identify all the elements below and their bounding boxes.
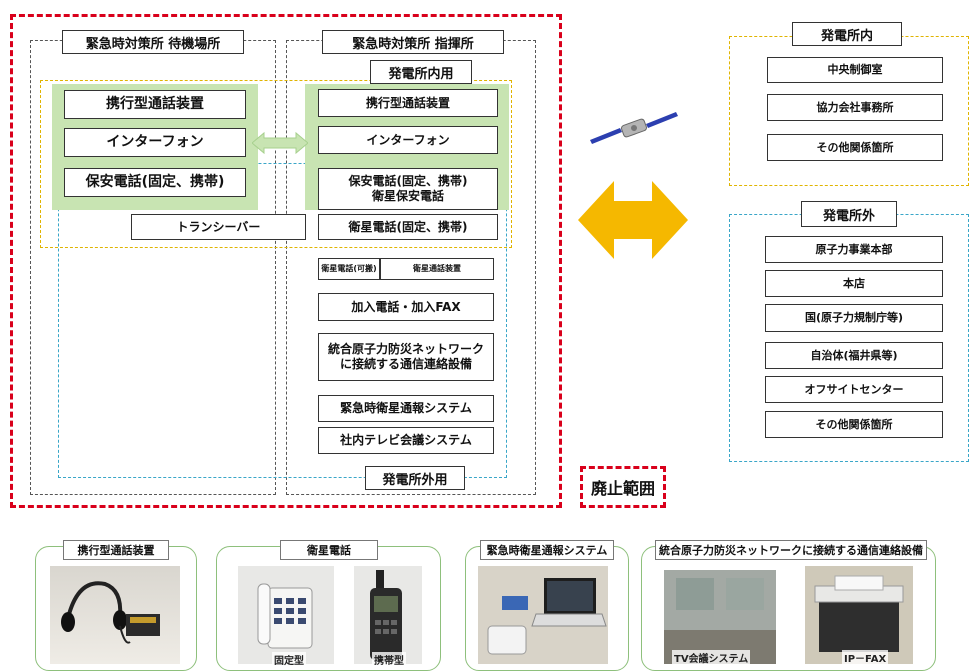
- command-external-item: 緊急時衛星通報システム: [318, 395, 494, 422]
- transceiver: トランシーバー: [131, 214, 306, 240]
- waiting-item: 携行型通話装置: [64, 90, 246, 119]
- photo-title: 携行型通話装置: [63, 540, 169, 560]
- photo-caption: TV会議システム: [672, 650, 751, 665]
- command-internal-item: インターフォン: [318, 126, 498, 154]
- headset-photo: [50, 566, 180, 664]
- fixed-satellite-phone-photo: [238, 566, 334, 664]
- notification-system-photo: [478, 566, 608, 664]
- ip-fax-photo: [805, 566, 913, 664]
- abolished-label-text: 廃止範囲: [590, 479, 655, 498]
- waiting-area-title: 緊急時対策所 待機場所: [62, 30, 244, 54]
- outside-plant-item: 本店: [765, 270, 943, 297]
- photo-title: 衛星電話: [280, 540, 378, 560]
- outside-plant-item: その他関係箇所: [765, 411, 943, 438]
- outside-plant-item: オフサイトセンター: [765, 376, 943, 403]
- inside-plant-item: その他関係箇所: [767, 134, 943, 161]
- inside-plant-item: 協力会社事務所: [767, 94, 943, 121]
- outside-plant-item: 国(原子力規制庁等): [765, 304, 943, 332]
- abolished-label: 廃止範囲: [580, 466, 666, 508]
- external-use-boundary: [58, 163, 507, 478]
- outside-plant-item: 原子力事業本部: [765, 236, 943, 263]
- photo-caption: IP－FAX: [842, 650, 889, 665]
- abolished-region: [10, 14, 562, 508]
- photo-caption: 携帯型: [372, 652, 406, 667]
- waiting-item: 保安電話(固定、携帯): [64, 168, 246, 197]
- satellite-icon: [590, 112, 678, 144]
- command-external-item: 統合原子力防災ネットワーク に接続する通信連絡設備: [318, 333, 494, 381]
- command-area-title: 緊急時対策所 指揮所: [322, 30, 504, 54]
- command-external-item: 加入電話・加入FAX: [318, 293, 494, 321]
- outside-plant-item: 自治体(福井県等): [765, 342, 943, 369]
- external-use-label: 発電所外用: [365, 466, 465, 490]
- command-external-item: 社内テレビ会議システム: [318, 427, 494, 454]
- inside-plant-title: 発電所内: [792, 22, 902, 46]
- portable-satellite-phone-photo: [354, 566, 422, 664]
- inside-plant-item: 中央制御室: [767, 57, 943, 83]
- photo-title: 緊急時衛星通報システム: [480, 540, 614, 560]
- satellite-phone-portable: 衛星電話(可搬): [318, 258, 380, 280]
- bidirectional-arrow-icon: [578, 181, 688, 259]
- photo-title: 統合原子力防災ネットワークに接続する通信連絡設備: [655, 540, 927, 560]
- double-arrow-icon: [252, 131, 308, 155]
- command-internal-item: 保安電話(固定、携帯) 衛星保安電話: [318, 168, 498, 210]
- satellite-call-device: 衛星通話装置: [380, 258, 494, 280]
- photo-caption: 固定型: [272, 652, 306, 667]
- command-internal-item: 携行型通話装置: [318, 89, 498, 117]
- waiting-item: インターフォン: [64, 128, 246, 157]
- command-internal-item: 衛星電話(固定、携帯): [318, 214, 498, 240]
- internal-use-label: 発電所内用: [370, 60, 472, 84]
- tv-conference-photo: [664, 570, 776, 664]
- internal-use-boundary: [40, 80, 512, 248]
- outside-plant-title: 発電所外: [801, 201, 897, 227]
